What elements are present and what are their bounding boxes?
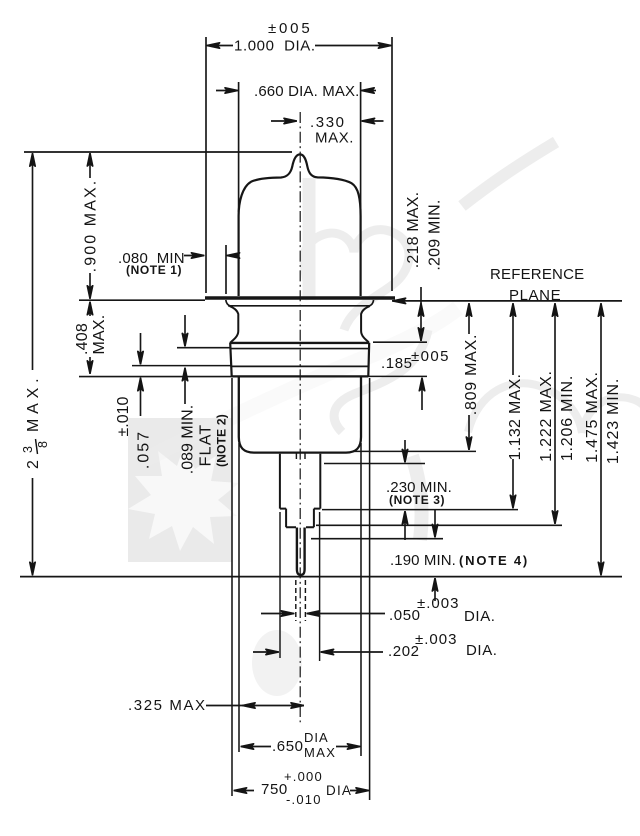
svg-text:DIA: DIA [326,783,352,798]
svg-text:.080 MIN: .080 MIN [118,250,185,267]
svg-text:1.206 MIN.: 1.206 MIN. [559,375,576,461]
svg-text:.057: .057 [136,430,153,469]
svg-text:8: 8 [36,441,50,448]
svg-text:.050: .050 [389,607,421,624]
svg-text:MAX.: MAX. [315,130,354,147]
svg-text:(NOTE 1): (NOTE 1) [126,263,182,277]
svg-text:DIA.: DIA. [466,642,498,659]
svg-text:1.423 MIN.: 1.423 MIN. [605,378,622,464]
svg-text:MAX.: MAX. [25,374,42,432]
svg-text:(NOTE 2): (NOTE 2) [215,414,229,467]
svg-text:.809 MAX.: .809 MAX. [463,334,480,415]
svg-text:.202: .202 [388,643,420,660]
svg-text:(NOTE 4): (NOTE 4) [459,553,529,568]
svg-text:FLAT: FLAT [198,424,215,467]
svg-text:DIA: DIA [304,730,329,745]
svg-text:±.003: ±.003 [417,595,459,612]
svg-text:MAX: MAX [304,745,336,760]
svg-text:.330: .330 [310,114,346,131]
svg-text:±005: ±005 [268,20,312,37]
svg-text:750: 750 [261,781,288,798]
svg-text:.185: .185 [381,355,413,372]
svg-text:.900 MAX.: .900 MAX. [83,179,100,273]
svg-text:-.010: -.010 [286,792,322,807]
svg-text:.089 MIN.: .089 MIN. [180,405,197,474]
svg-text:1.475 MAX.: 1.475 MAX. [584,371,601,463]
svg-text:(NOTE 3): (NOTE 3) [389,493,445,507]
svg-text:PLANE: PLANE [509,287,561,304]
svg-text:.209 MIN.: .209 MIN. [427,199,444,270]
svg-text:REFERENCE: REFERENCE [490,266,584,283]
svg-text:DIA.: DIA. [464,608,496,625]
svg-text:MAX.: MAX. [91,315,108,355]
svg-text:2: 2 [25,460,42,469]
svg-text:1.222 MAX.: 1.222 MAX. [538,370,555,462]
svg-text:±.003: ±.003 [415,631,457,648]
svg-text:3: 3 [21,446,35,453]
svg-text:.218 MAX.: .218 MAX. [405,192,422,269]
svg-text:.660 DIA. MAX.: .660 DIA. MAX. [254,83,359,100]
svg-text:+.000: +.000 [284,769,323,784]
svg-text:.650: .650 [272,738,304,755]
svg-text:1.000 DIA.: 1.000 DIA. [234,38,316,55]
svg-text:1.132 MAX.: 1.132 MAX. [507,374,524,461]
svg-text:.190 MIN.: .190 MIN. [390,552,456,569]
svg-text:±.010: ±.010 [115,396,132,436]
svg-text:.230 MIN.: .230 MIN. [386,479,452,496]
svg-text:.408: .408 [74,323,91,355]
svg-text:±005: ±005 [411,348,450,365]
svg-text:.325 MAX: .325 MAX [128,697,207,714]
